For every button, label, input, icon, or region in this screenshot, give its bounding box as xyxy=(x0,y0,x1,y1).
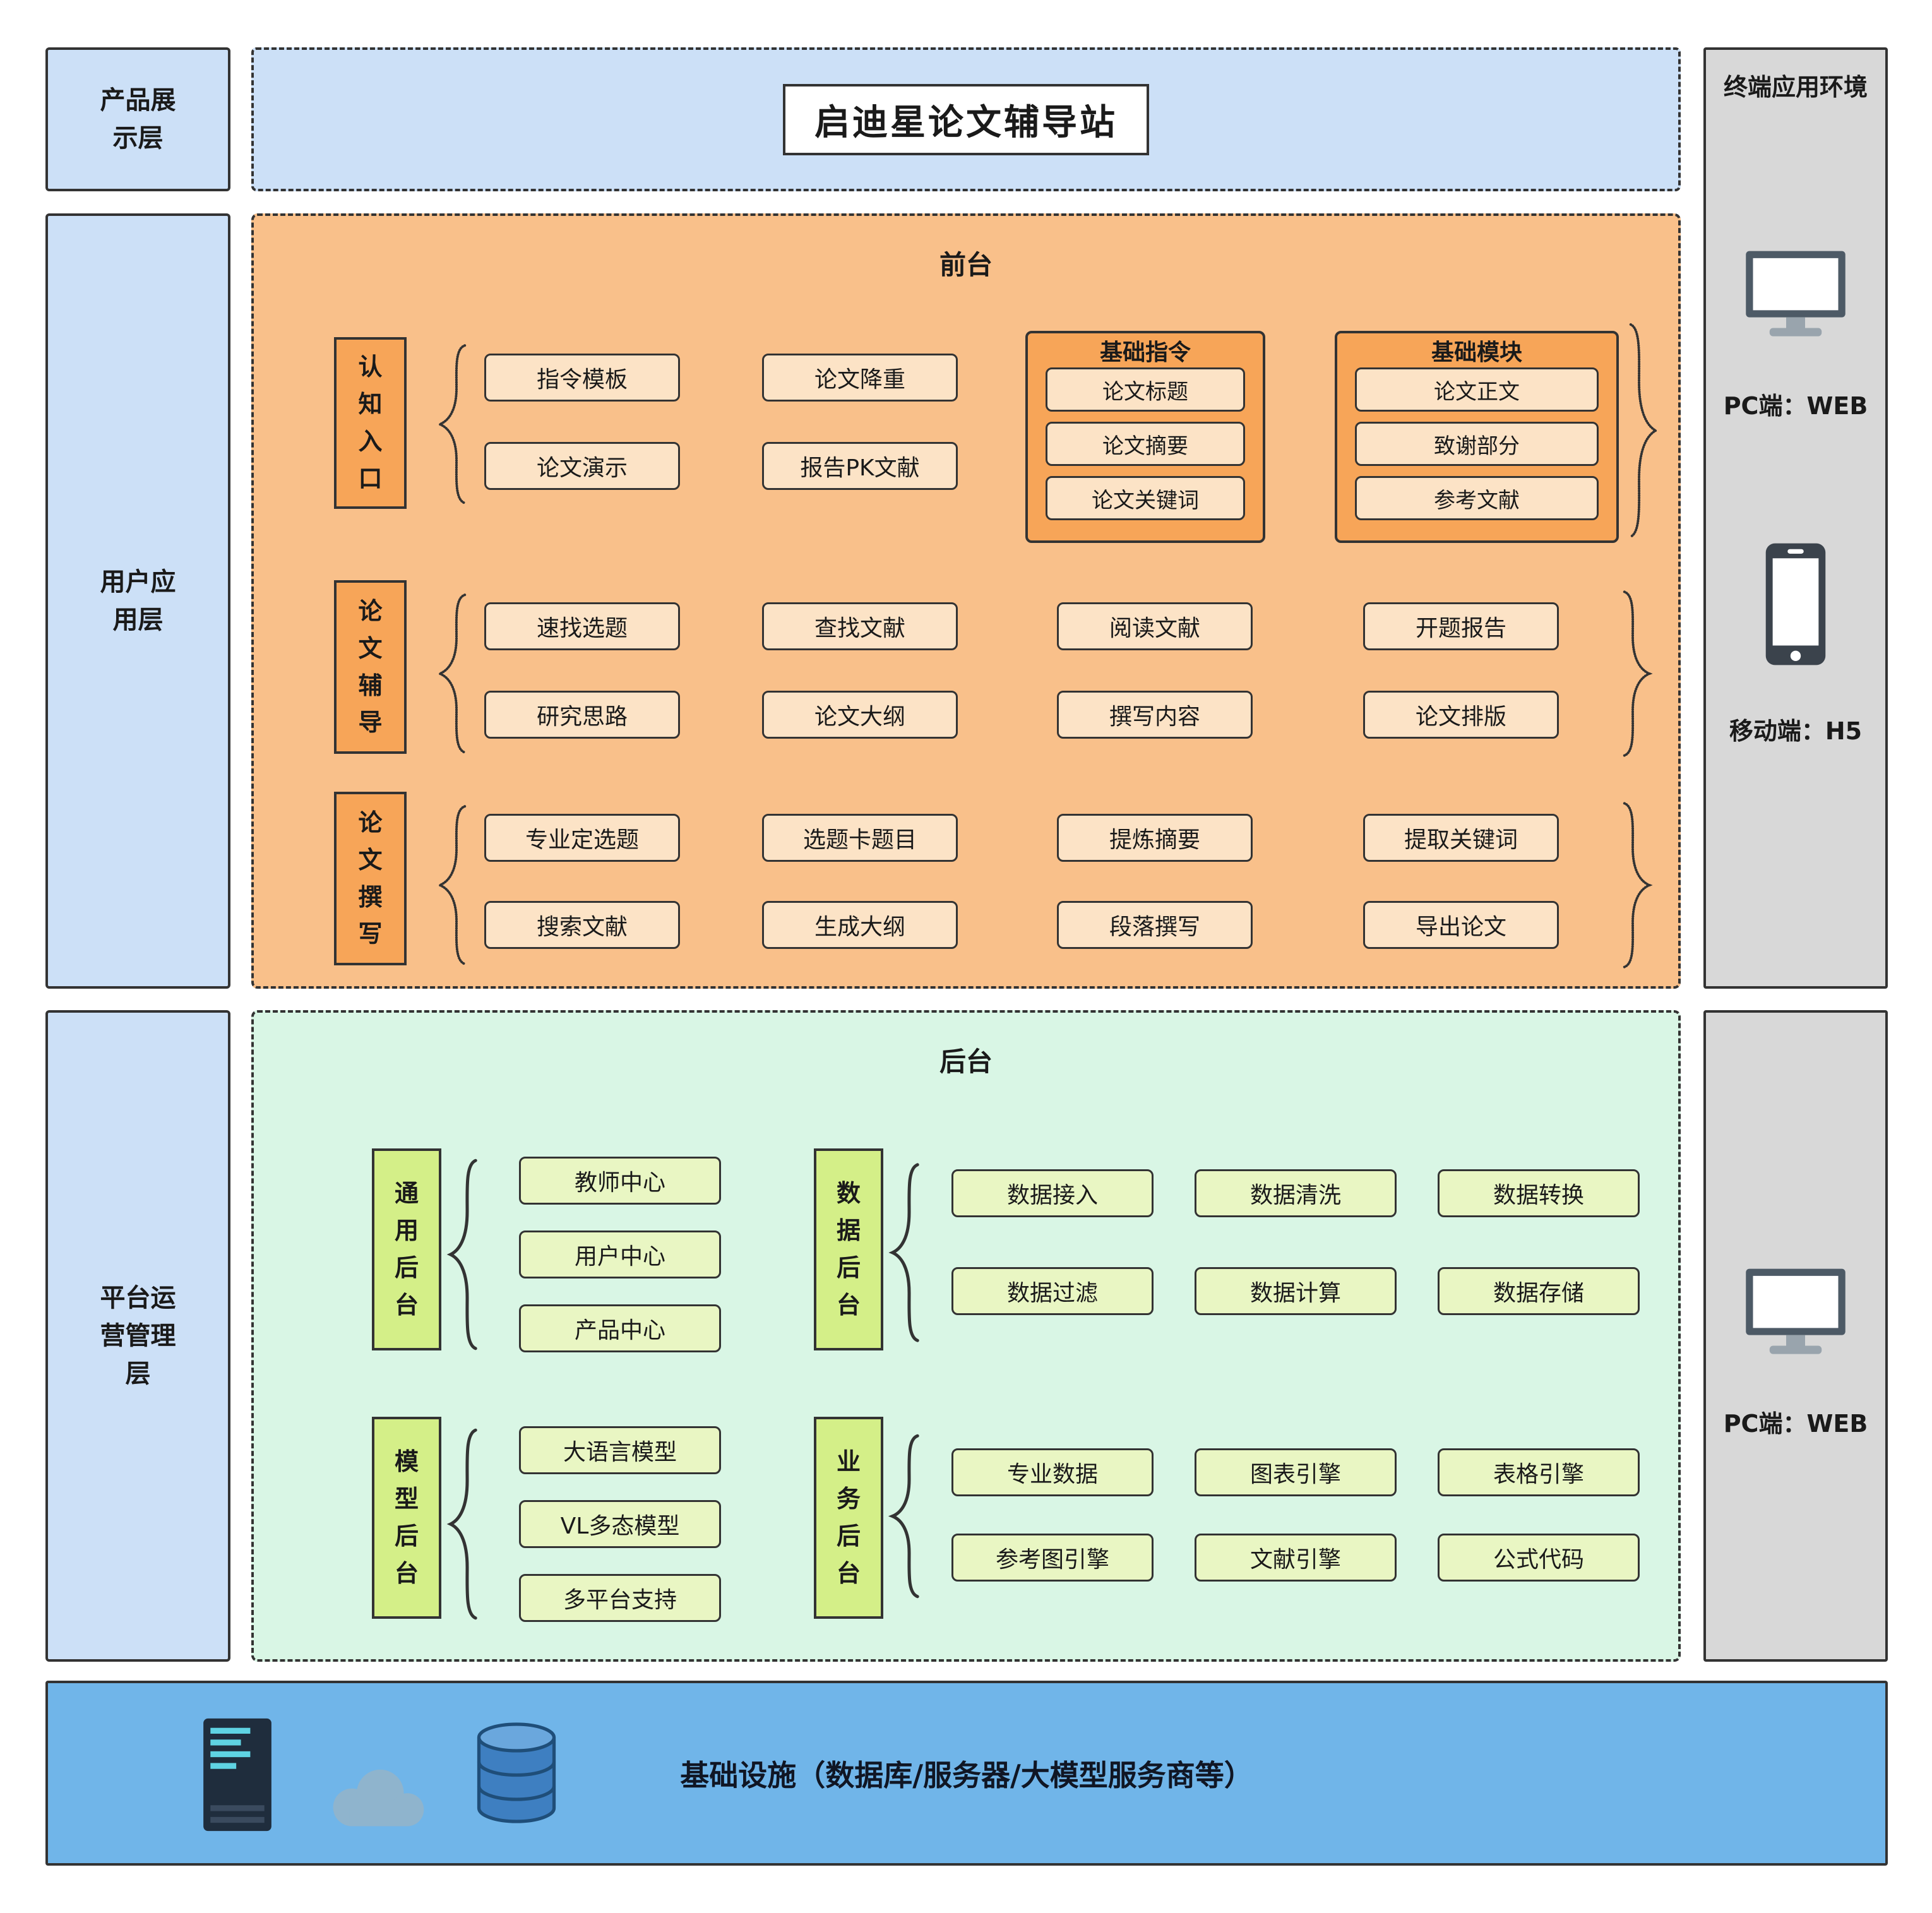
group-basic-commands: 基础指令 论文标题 论文摘要 论文关键词 xyxy=(1025,331,1265,543)
infrastructure-label: 基础设施（数据库/服务器/大模型服务商等） xyxy=(680,1758,1253,1792)
diagram-node: 选题卡题目 xyxy=(762,814,958,862)
diagram-node: 图表引擎 xyxy=(1195,1448,1397,1496)
node-model-backend: 模型后台 xyxy=(372,1417,441,1619)
node-business-backend: 业务后台 xyxy=(814,1417,883,1619)
diagram-node: 数据存储 xyxy=(1438,1267,1640,1315)
node-common-backend: 通用后台 xyxy=(372,1148,441,1350)
diagram-node: 致谢部分 xyxy=(1355,422,1599,466)
node-cognitive-entry: 认知入口 xyxy=(334,337,407,509)
curly-brace-icon xyxy=(1619,588,1654,759)
diagram-node: 提炼摘要 xyxy=(1057,814,1253,862)
curly-brace-icon xyxy=(446,1157,481,1352)
diagram-node: 搜索文献 xyxy=(484,901,680,949)
diagram-node: 产品中心 xyxy=(519,1304,721,1352)
diagram-node: 论文摘要 xyxy=(1046,422,1245,466)
curly-brace-icon xyxy=(888,1161,923,1344)
diagram-node: 数据计算 xyxy=(1195,1267,1397,1315)
node-label: 认知入口 xyxy=(358,353,383,492)
diagram-node: 用户中心 xyxy=(519,1231,721,1278)
curly-brace-icon xyxy=(1619,800,1654,970)
diagram-node: 论文演示 xyxy=(484,442,680,490)
node-data-backend: 数据后台 xyxy=(814,1148,883,1350)
diagram-node: 论文排版 xyxy=(1363,691,1559,739)
diagram-node: 论文正文 xyxy=(1355,367,1599,412)
diagram-node: 论文标题 xyxy=(1046,367,1245,412)
product-display-band: 启迪星论文辅导站 xyxy=(251,47,1681,191)
diagram-node: 论文关键词 xyxy=(1046,476,1245,520)
diagram-node: 参考文献 xyxy=(1355,476,1599,520)
diagram-node: 专业定选题 xyxy=(484,814,680,862)
diagram-node: 撰写内容 xyxy=(1057,691,1253,739)
backend-section: 后台 通用后台 教师中心 用户中心 产品中心 数据后台 数据接入 数据清洗 数据… xyxy=(251,1010,1681,1662)
diagram-node: 报告PK文献 xyxy=(762,442,958,490)
layer-platform-operations: 平台运营管理层 xyxy=(45,1010,230,1662)
diagram-node: 数据接入 xyxy=(951,1169,1154,1217)
diagram-node: 论文大纲 xyxy=(762,691,958,739)
layer-label: 产品展示层 xyxy=(100,86,176,153)
diagram-node: 数据清洗 xyxy=(1195,1169,1397,1217)
diagram-node: 数据转换 xyxy=(1438,1169,1640,1217)
diagram-node: 专业数据 xyxy=(951,1448,1154,1496)
backend-title: 后台 xyxy=(939,1046,993,1077)
node-paper-tutoring: 论文辅导 xyxy=(334,580,407,754)
diagram-node: 教师中心 xyxy=(519,1157,721,1205)
diagram-node: 指令模板 xyxy=(484,354,680,402)
diagram-node: 导出论文 xyxy=(1363,901,1559,949)
curly-brace-icon xyxy=(436,803,470,967)
pc-web-label: PC端：WEB xyxy=(1723,1410,1868,1438)
layer-product-display: 产品展示层 xyxy=(45,47,230,191)
cloud-icon xyxy=(333,1769,424,1827)
diagram-node: 提取关键词 xyxy=(1363,814,1559,862)
frontend-section: 前台 认知入口 指令模板 论文演示 论文降重 报告PK文献 基础指令 论文标题 … xyxy=(251,213,1681,989)
phone-icon xyxy=(1765,543,1826,665)
group-title: 基础指令 xyxy=(1099,340,1191,366)
node-label: 论文辅导 xyxy=(358,597,383,737)
diagram-node: 多平台支持 xyxy=(519,1574,721,1622)
node-label: 数据后台 xyxy=(836,1179,861,1319)
diagram-node: 参考图引擎 xyxy=(951,1534,1154,1582)
curly-brace-icon xyxy=(446,1426,481,1622)
database-icon xyxy=(477,1722,556,1823)
layer-user-application: 用户应用层 xyxy=(45,213,230,989)
pc-web-label: PC端：WEB xyxy=(1723,392,1868,420)
curly-brace-icon xyxy=(436,342,470,506)
diagram-node: 论文降重 xyxy=(762,354,958,402)
page-title: 启迪星论文辅导站 xyxy=(783,83,1149,155)
diagram-node: 数据过滤 xyxy=(951,1267,1154,1315)
monitor-icon xyxy=(1746,251,1846,337)
diagram-node: 生成大纲 xyxy=(762,901,958,949)
node-label: 论文撰写 xyxy=(358,808,383,948)
node-paper-writing: 论文撰写 xyxy=(334,792,407,965)
monitor-icon xyxy=(1746,1268,1846,1354)
curly-brace-icon xyxy=(888,1433,923,1600)
terminal-env-panel-bottom: PC端：WEB xyxy=(1703,1010,1888,1662)
diagram-node: VL多态模型 xyxy=(519,1500,721,1548)
curly-brace-icon xyxy=(436,592,470,756)
node-label: 模型后台 xyxy=(394,1448,419,1587)
group-basic-modules: 基础模块 论文正文 致谢部分 参考文献 xyxy=(1335,331,1619,543)
mobile-h5-label: 移动端：H5 xyxy=(1729,717,1863,745)
diagram-node: 阅读文献 xyxy=(1057,602,1253,650)
infrastructure-bar: 基础设施（数据库/服务器/大模型服务商等） xyxy=(45,1681,1888,1866)
server-icon xyxy=(203,1718,271,1832)
diagram-node: 文献引擎 xyxy=(1195,1534,1397,1582)
diagram-node: 公式代码 xyxy=(1438,1534,1640,1582)
node-label: 业务后台 xyxy=(836,1448,861,1587)
diagram-node: 速找选题 xyxy=(484,602,680,650)
frontend-title: 前台 xyxy=(939,249,993,280)
diagram-node: 段落撰写 xyxy=(1057,901,1253,949)
curly-brace-icon xyxy=(1625,320,1660,541)
terminal-env-title: 终端应用环境 xyxy=(1723,73,1868,101)
group-title: 基础模块 xyxy=(1431,340,1522,366)
diagram-node: 研究思路 xyxy=(484,691,680,739)
diagram-node: 开题报告 xyxy=(1363,602,1559,650)
diagram-node: 查找文献 xyxy=(762,602,958,650)
terminal-env-panel: 终端应用环境 PC端：WEB 移动端：H5 xyxy=(1703,47,1888,989)
diagram-node: 大语言模型 xyxy=(519,1426,721,1474)
layer-label: 平台运营管理层 xyxy=(100,1284,176,1388)
diagram-node: 表格引擎 xyxy=(1438,1448,1640,1496)
node-label: 通用后台 xyxy=(394,1179,419,1319)
layer-label: 用户应用层 xyxy=(100,568,176,635)
